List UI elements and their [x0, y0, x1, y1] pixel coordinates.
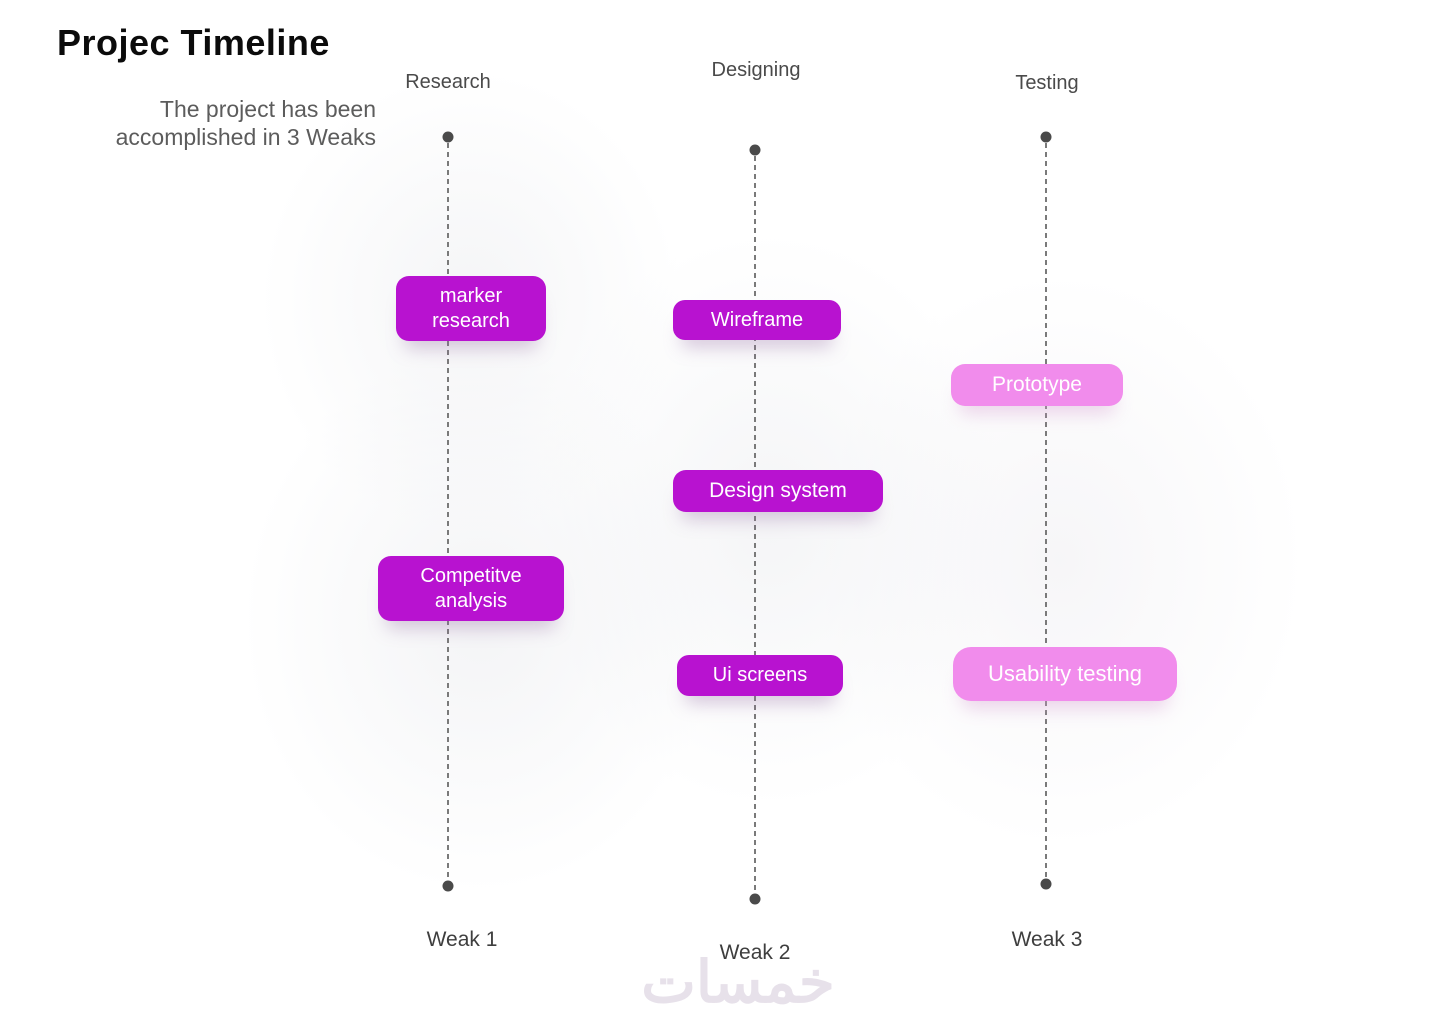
task-pill-marker-research: marker research: [396, 276, 546, 341]
column-header-research: Research: [405, 71, 491, 93]
timeline-line-designing: [754, 156, 756, 894]
page-title: Projec Timeline: [57, 22, 330, 63]
task-pill-ui-screens: Ui screens: [677, 655, 843, 696]
timeline-dot-top-research: [442, 131, 454, 143]
timeline-line-testing: [1045, 143, 1047, 880]
week-label-3: Weak 3: [1011, 928, 1083, 951]
khamsat-watermark: خمسات: [641, 950, 835, 1015]
subtitle-line-1: The project has been: [159, 96, 376, 122]
column-header-designing: Designing: [711, 59, 801, 81]
week-label-1: Weak 1: [426, 928, 498, 951]
timeline-line-research: [447, 143, 449, 881]
task-pill-wireframe: Wireframe: [673, 300, 841, 340]
week-label-2: Weak 2: [719, 941, 791, 964]
timeline-dot-top-testing: [1040, 131, 1052, 143]
timeline-dot-bottom-testing: [1040, 878, 1052, 890]
task-pill-competitive-analysis: Competitve analysis: [378, 556, 564, 621]
timeline-dot-top-designing: [749, 144, 761, 156]
timeline-dot-bottom-designing: [749, 893, 761, 905]
column-header-testing: Testing: [1015, 72, 1079, 94]
timeline-dot-bottom-research: [442, 880, 454, 892]
task-pill-prototype: Prototype: [951, 364, 1123, 406]
task-pill-usability-testing: Usability testing: [953, 647, 1177, 701]
page-subtitle: The project has been accomplished in 3 W…: [40, 95, 376, 151]
subtitle-line-2: accomplished in 3 Weaks: [115, 124, 376, 150]
task-pill-design-system: Design system: [673, 470, 883, 512]
